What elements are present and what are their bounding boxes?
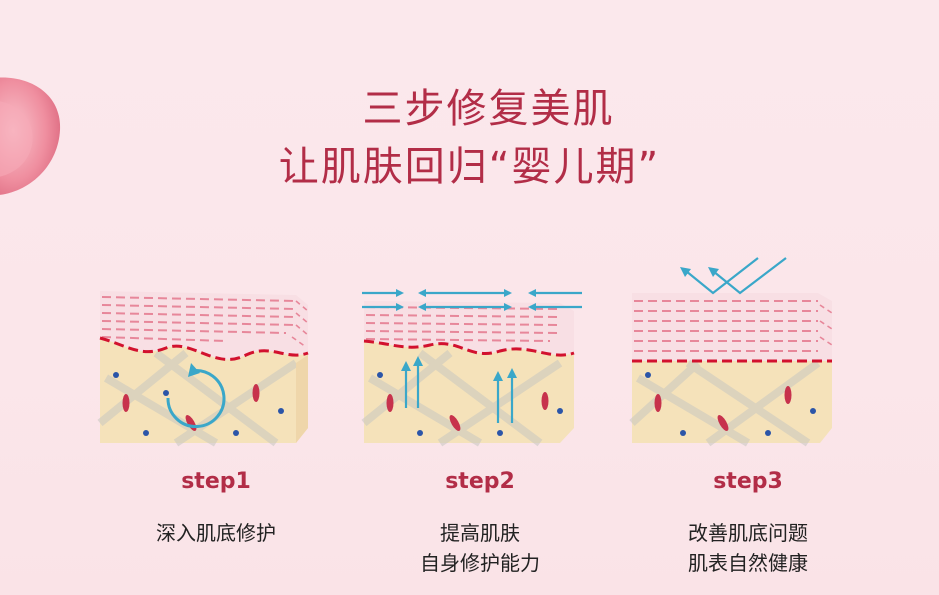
step-1-card: step1 深入肌底修护 — [96, 283, 336, 583]
step-description-line: 深入肌底修护 — [156, 521, 276, 545]
circular-arrow-icon — [166, 363, 226, 429]
skin-layer-diagram — [97, 291, 309, 447]
headline-line-2: 让肌肤回归“婴儿期” — [278, 144, 661, 190]
horizontal-arrows-icon — [362, 291, 582, 309]
step-label: step1 — [181, 469, 251, 494]
step-label: step2 — [445, 469, 515, 494]
step-description-line: 提高肌肤 — [440, 521, 520, 545]
step-description: 深入肌底修护 — [96, 518, 336, 548]
step-3-card: step3 改善肌底问题 肌表自然健康 — [628, 257, 868, 583]
step-2-card: step2 提高肌肤 自身修护能力 — [360, 283, 600, 583]
rose-petal-decoration — [0, 77, 61, 195]
skin-layer-diagram — [629, 257, 833, 447]
step-description-line: 改善肌底问题 — [688, 521, 808, 545]
up-arrows-icon — [404, 363, 514, 423]
step-description-line: 自身修护能力 — [420, 551, 540, 575]
deflect-arrows-icon — [685, 257, 787, 295]
headline: 三步修复美肌 让肌肤回归“婴儿期” — [0, 80, 939, 196]
step-description-line: 肌表自然健康 — [688, 551, 808, 575]
headline-line-1: 三步修复美肌 — [362, 86, 615, 132]
step-label: step3 — [713, 469, 783, 494]
skin-layer-diagram — [361, 289, 582, 447]
step-description: 改善肌底问题 肌表自然健康 — [628, 518, 868, 578]
step-description: 提高肌肤 自身修护能力 — [360, 518, 600, 578]
